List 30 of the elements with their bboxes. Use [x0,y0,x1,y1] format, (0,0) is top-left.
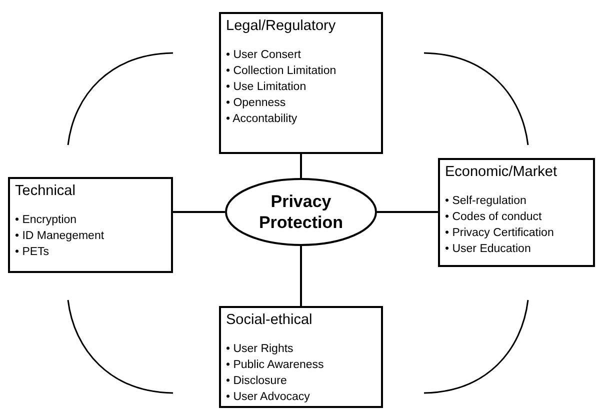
box-heading: Economic/Market [445,163,558,181]
bullet-item: • User Education [445,242,532,257]
bullet-item: • Privacy Certification [445,226,555,241]
category-box [219,306,383,408]
center-ellipse [225,178,377,246]
box-heading: Technical [15,182,76,200]
center-title: Privacy Protection [258,191,344,233]
bullet-item: • Public Awareness [226,358,325,373]
bullet-item: • Disclosure [226,374,288,389]
category-box [438,158,595,267]
bullet-item: • User Advocacy [226,390,311,405]
bullet-item: • Use Limitation [226,80,308,95]
bullet-item: • ID Manegement [15,229,106,244]
bullet-item: • Encryption [15,213,78,228]
connector-line [300,154,302,178]
box-heading: Social-ethical [226,311,314,329]
bullet-item: • Codes of conduct [445,210,543,225]
connector-line [300,246,302,306]
bullet-item: • Self-regulation [445,194,528,209]
bullet-item: • User Consert [226,48,302,63]
connector-line [173,211,225,213]
bullet-item: • Accontability [226,112,298,127]
category-box [8,177,173,273]
bullet-item: • Openness [226,96,287,111]
box-heading: Legal/Regulatory [226,17,337,35]
category-box [219,12,383,154]
bullet-item: • PETs [15,245,50,260]
connector-line [377,211,438,213]
bullet-item: • Collection Limitation [226,64,338,79]
bullet-item: • User Rights [226,342,294,357]
